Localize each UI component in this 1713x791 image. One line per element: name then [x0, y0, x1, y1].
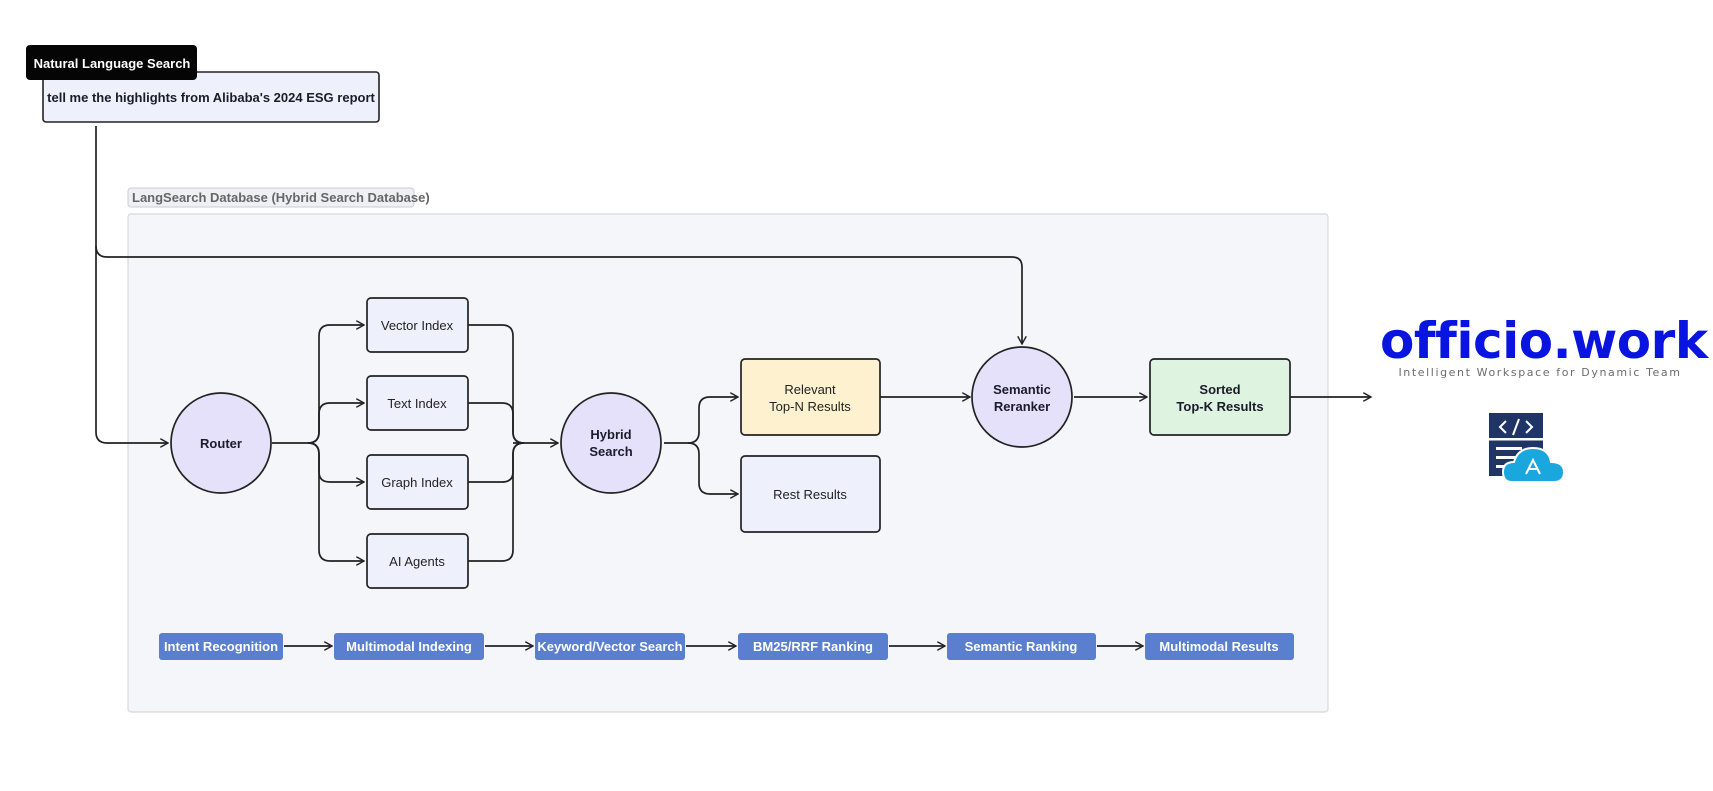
- stage-label: Intent Recognition: [164, 639, 278, 654]
- semantic-reranker-label-1: Semantic: [993, 382, 1051, 397]
- stage-pill: [334, 633, 484, 660]
- semantic-reranker-label-2: Reranker: [994, 399, 1050, 414]
- database-label-box: [127, 187, 415, 208]
- code-document-cloud-icon: [1489, 413, 1566, 483]
- vector-index-node: [366, 297, 469, 353]
- connectors: [95, 126, 1371, 646]
- text-index-label: Text Index: [387, 396, 447, 411]
- sorted-results-label-2: Top-K Results: [1176, 399, 1263, 414]
- router-to-agents-line: [307, 442, 364, 561]
- hybrid-to-relevant-line: [687, 397, 738, 444]
- stage-label: Semantic Ranking: [965, 639, 1078, 654]
- brand-name: officio.work: [1380, 312, 1708, 370]
- query-to-router-line: [95, 126, 168, 443]
- search-tag-label: Natural Language Search: [34, 56, 191, 71]
- ai-agents-label: AI Agents: [389, 554, 445, 569]
- rest-results-node: [740, 455, 881, 533]
- brand-tagline: Intelligent Workspace for Dynamic Team: [1398, 366, 1682, 379]
- text-index-node: [366, 375, 469, 431]
- stage-label: Multimodal Results: [1159, 639, 1278, 654]
- stage-label: BM25/RRF Ranking: [753, 639, 873, 654]
- relevant-results-label-2: Top-N Results: [769, 399, 851, 414]
- stage-pill: [535, 633, 685, 660]
- stage-pill: [1145, 633, 1294, 660]
- query-to-reranker-line: [95, 245, 1022, 344]
- stage-pill: [738, 633, 888, 660]
- stage-pill: [159, 633, 283, 660]
- hybrid-search-label-2: Search: [589, 444, 632, 459]
- hybrid-to-rest-line: [687, 442, 738, 494]
- semantic-reranker-node: [971, 346, 1073, 448]
- rest-results-label: Rest Results: [773, 487, 847, 502]
- search-tag: [26, 45, 197, 80]
- router-node: [170, 392, 272, 494]
- router-label: Router: [200, 436, 242, 451]
- brand-block: officio.work Intelligent Workspace for D…: [1380, 312, 1708, 380]
- ai-agents-node: [366, 533, 469, 589]
- stage-pill: [947, 633, 1096, 660]
- hybrid-search-node: [560, 392, 662, 494]
- sorted-results-label-1: Sorted: [1199, 382, 1240, 397]
- relevant-results-node: [740, 358, 881, 436]
- text-to-hybrid-line: [468, 402, 525, 444]
- router-to-text-line: [307, 403, 364, 444]
- agents-to-hybrid-line: [468, 442, 525, 562]
- database-label: LangSearch Database (Hybrid Search Datab…: [132, 190, 430, 205]
- hybrid-search-label-1: Hybrid: [590, 427, 631, 442]
- graph-index-node: [366, 454, 469, 510]
- stage-label: Keyword/Vector Search: [537, 639, 682, 654]
- stage-label: Multimodal Indexing: [346, 639, 472, 654]
- query-text: tell me the highlights from Alibaba's 20…: [47, 90, 375, 105]
- relevant-results-label-1: Relevant: [784, 382, 836, 397]
- sorted-results-node: [1149, 358, 1291, 436]
- query-box[interactable]: [42, 71, 380, 123]
- graph-index-label: Graph Index: [381, 475, 453, 490]
- vector-index-label: Vector Index: [381, 318, 454, 333]
